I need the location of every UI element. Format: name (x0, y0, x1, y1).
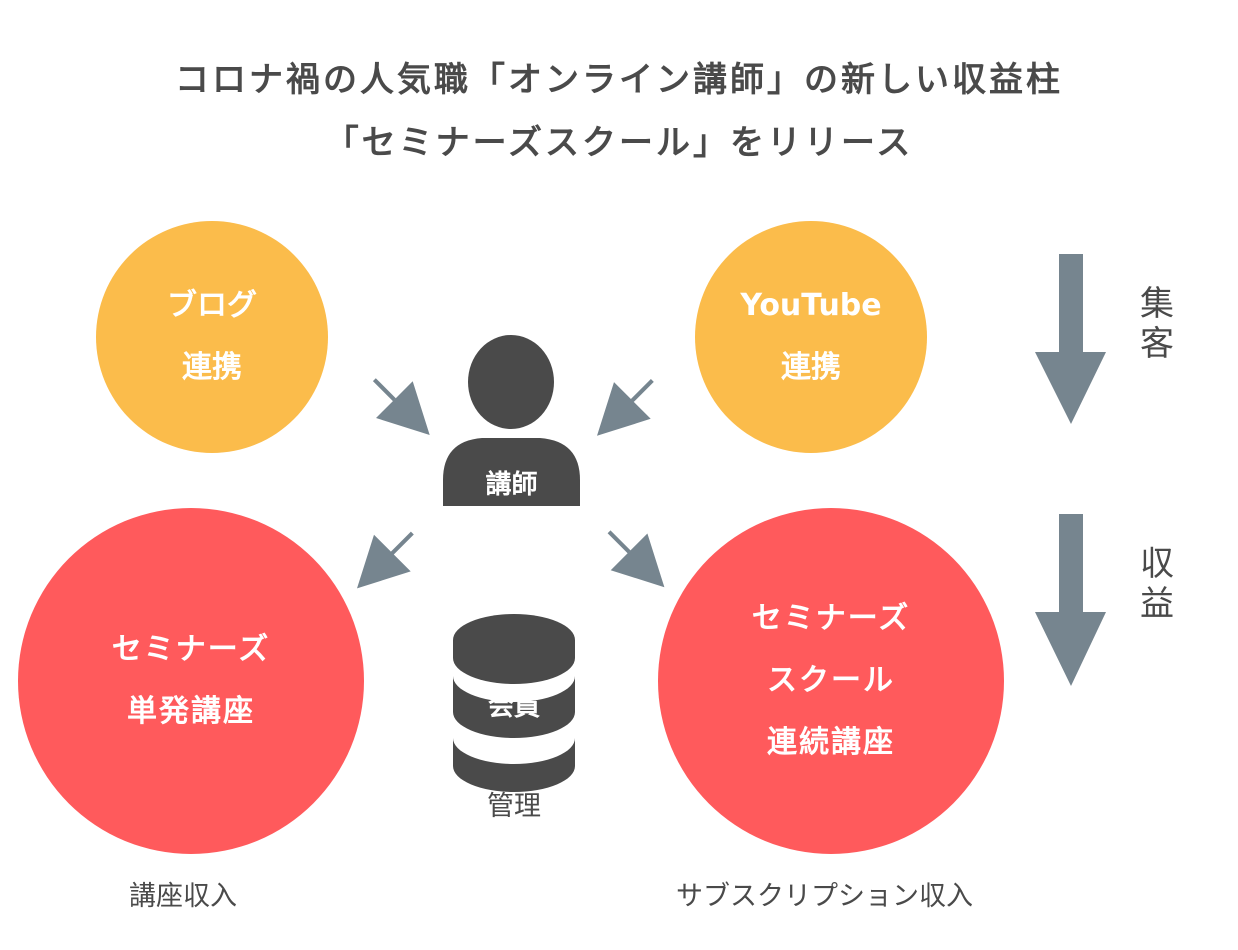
revenue-label-char-1: 収 (1140, 544, 1174, 584)
course-income-caption: 講座収入 (129, 881, 237, 912)
revenue-label-char-2: 益 (1140, 584, 1174, 624)
acquisition-label-char-1: 集 (1140, 284, 1174, 324)
management-caption: 管理 (487, 791, 541, 822)
instructor-label: 講師 (485, 470, 538, 500)
database-icon (453, 614, 575, 792)
seminars-school-circle: セミナーズ スクール 連続講座 (658, 508, 1004, 854)
members-label: 会員 (487, 692, 540, 722)
revenue-label: 収 益 (1137, 544, 1177, 624)
instructor-person-icon (443, 335, 580, 506)
seminars-single-course-circle: セミナーズ 単発講座 (18, 508, 364, 854)
title-line-1: コロナ禍の人気職「オンライン講師」の新しい収益柱 (175, 60, 1063, 100)
blog-integration-label: 連携 (182, 350, 242, 385)
seminars-label: セミナーズ (111, 632, 271, 667)
acquisition-down-arrow (1035, 254, 1106, 424)
subscription-income-caption: サブスクリプション収入 (676, 881, 973, 912)
acquisition-label: 集 客 (1137, 284, 1177, 364)
revenue-down-arrow (1035, 514, 1106, 686)
youtube-integration-circle: YouTube 連携 (695, 221, 927, 453)
acquisition-label-char-2: 客 (1140, 324, 1174, 364)
arrow-instructor-to-single (357, 531, 414, 589)
blog-label: ブログ (167, 288, 257, 323)
continuous-course-label: 連続講座 (767, 725, 895, 760)
school-seminars-label: セミナーズ (751, 601, 911, 636)
arrow-youtube-to-instructor (597, 379, 654, 436)
single-course-label: 単発講座 (127, 694, 255, 729)
youtube-label: YouTube (740, 288, 882, 323)
school-label: スクール (767, 663, 895, 698)
arrow-blog-to-instructor (372, 378, 430, 435)
youtube-integration-label: 連携 (781, 350, 841, 385)
blog-integration-circle: ブログ 連携 (96, 221, 328, 453)
title-line-2: 「セミナーズスクール」をリリース (324, 123, 914, 163)
arrow-instructor-to-school (607, 530, 665, 588)
